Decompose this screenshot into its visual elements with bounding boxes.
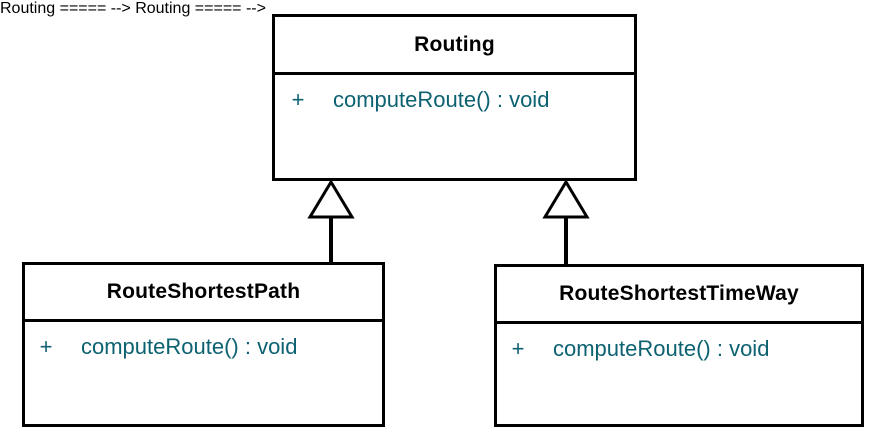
hollow-triangle-head: [542, 179, 590, 219]
uml-member-visibility-icon: +: [39, 334, 53, 359]
uml-member-signature: computeRoute() : void: [553, 336, 770, 361]
uml-member-row: + computeRoute() : void: [25, 334, 382, 360]
generalization-arrow-icon: [307, 179, 355, 266]
uml-class-routing[interactable]: Routing + computeRoute() : void: [272, 14, 637, 181]
uml-class-members-route-shortest-time-way: + computeRoute() : void: [497, 324, 861, 424]
uml-class-route-shortest-time-way[interactable]: RouteShortestTimeWay + computeRoute() : …: [494, 264, 864, 427]
generalization-route-shortest-time-way-to-routing: [535, 178, 597, 266]
uml-member-signature: computeRoute() : void: [81, 334, 298, 359]
uml-class-route-shortest-path[interactable]: RouteShortestPath + computeRoute() : voi…: [22, 262, 385, 427]
uml-class-members-route-shortest-path: + computeRoute() : void: [25, 322, 382, 424]
uml-member-row: + computeRoute() : void: [275, 87, 634, 113]
uml-member-visibility-icon: +: [511, 336, 525, 361]
uml-class-name-routing: Routing: [275, 17, 634, 75]
uml-class-name-route-shortest-path: RouteShortestPath: [25, 265, 382, 322]
uml-class-name-route-shortest-time-way: RouteShortestTimeWay: [497, 267, 861, 324]
generalization-route-shortest-path-to-routing: [300, 178, 362, 266]
uml-class-members-routing: + computeRoute() : void: [275, 75, 634, 178]
hollow-triangle-head: [307, 179, 355, 219]
uml-member-row: + computeRoute() : void: [497, 336, 861, 362]
generalization-arrow-icon: [542, 179, 590, 266]
uml-member-signature: computeRoute() : void: [333, 87, 550, 112]
uml-member-visibility-icon: +: [291, 87, 305, 112]
